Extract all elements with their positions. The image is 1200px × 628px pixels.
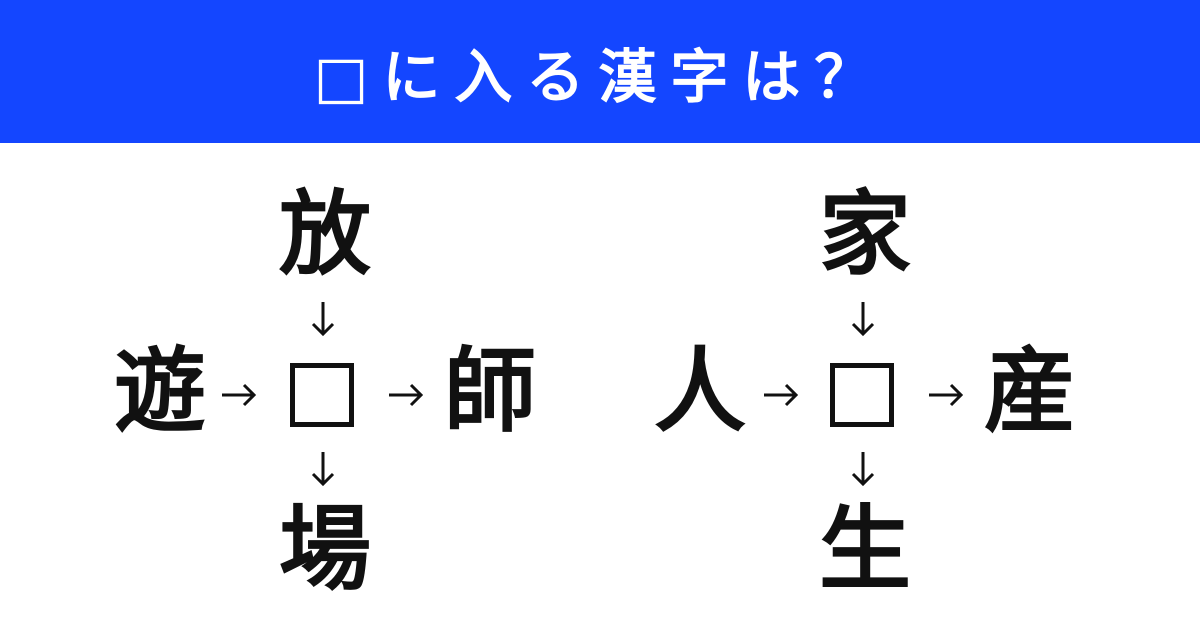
puzzle-1-left-char: 遊 [113, 338, 206, 445]
puzzle-1-bottom-char: 場 [278, 496, 371, 603]
puzzle-2-blank-box [830, 363, 894, 427]
arrow-down-icon [301, 296, 345, 340]
puzzle-2-top-char: 家 [818, 181, 911, 288]
arrow-down-icon [841, 446, 885, 490]
puzzle-2-right-char: 産 [983, 338, 1076, 445]
arrow-down-icon [841, 296, 885, 340]
puzzle-2-bottom-char: 生 [818, 496, 911, 603]
puzzle-1-top-char: 放 [278, 181, 371, 288]
arrow-right-icon [758, 373, 802, 417]
page-title: □に入る漢字は？ [313, 42, 887, 111]
arrow-right-icon [216, 373, 260, 417]
arrow-down-icon [301, 446, 345, 490]
puzzle-2-left-char: 人 [653, 338, 746, 445]
arrow-right-icon [383, 373, 427, 417]
puzzle-1-right-char: 師 [443, 338, 536, 445]
puzzle-1-blank-box [290, 363, 354, 427]
header-banner: □に入る漢字は？ [0, 0, 1200, 143]
arrow-right-icon [923, 373, 967, 417]
